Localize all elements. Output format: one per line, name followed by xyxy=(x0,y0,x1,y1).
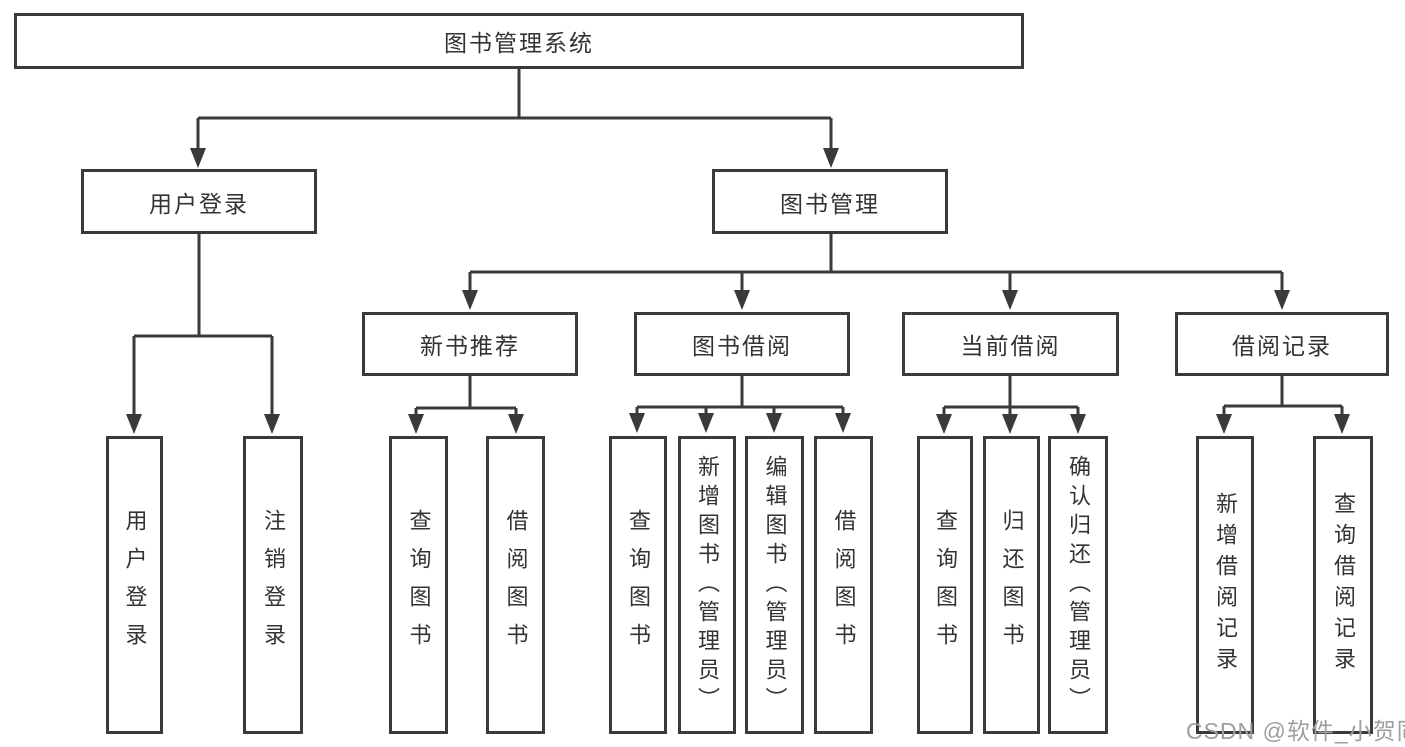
leaf-borrow-books-recommend: 借阅图书 xyxy=(486,436,545,734)
node-new-book-recommend: 新书推荐 xyxy=(362,312,578,376)
connectors-current-borrow-children xyxy=(936,376,1086,434)
leaf-query-books-current: 查询图书 xyxy=(917,436,973,734)
leaf-borrow-books: 借阅图书 xyxy=(814,436,873,734)
leaf-add-books-admin: 新增图书（管理员） xyxy=(678,436,736,734)
connectors-user-login-children xyxy=(126,234,280,434)
leaf-user-login: 用户登录 xyxy=(106,436,163,734)
connectors-borrow-records-children xyxy=(1216,376,1350,434)
leaf-query-borrow-record: 查询借阅记录 xyxy=(1313,436,1373,734)
node-borrow-records: 借阅记录 xyxy=(1175,312,1389,376)
leaf-logout: 注销登录 xyxy=(243,436,303,734)
node-current-borrow: 当前借阅 xyxy=(902,312,1119,376)
leaf-edit-books-admin: 编辑图书（管理员） xyxy=(745,436,804,734)
node-user-login: 用户登录 xyxy=(81,169,317,234)
connectors-new-book-recommend-children xyxy=(408,376,524,434)
connectors-book-management-children xyxy=(462,234,1290,310)
leaf-query-books-borrow: 查询图书 xyxy=(609,436,667,734)
csdn-watermark-text: CSDN @软件_小贺同 xyxy=(1186,718,1405,744)
leaf-add-borrow-record: 新增借阅记录 xyxy=(1196,436,1254,734)
connectors-root-to-level2 xyxy=(190,69,839,168)
csdn-watermark: CSDN @软件_小贺同学 xyxy=(1186,712,1405,746)
connectors-book-borrow-children xyxy=(629,376,851,433)
leaf-return-books: 归还图书 xyxy=(983,436,1040,734)
leaf-query-books-recommend: 查询图书 xyxy=(389,436,448,734)
node-book-management: 图书管理 xyxy=(712,169,948,234)
leaf-confirm-return-admin: 确认归还（管理员） xyxy=(1048,436,1108,734)
node-book-borrow: 图书借阅 xyxy=(634,312,850,376)
node-book-management-system: 图书管理系统 xyxy=(14,13,1024,69)
